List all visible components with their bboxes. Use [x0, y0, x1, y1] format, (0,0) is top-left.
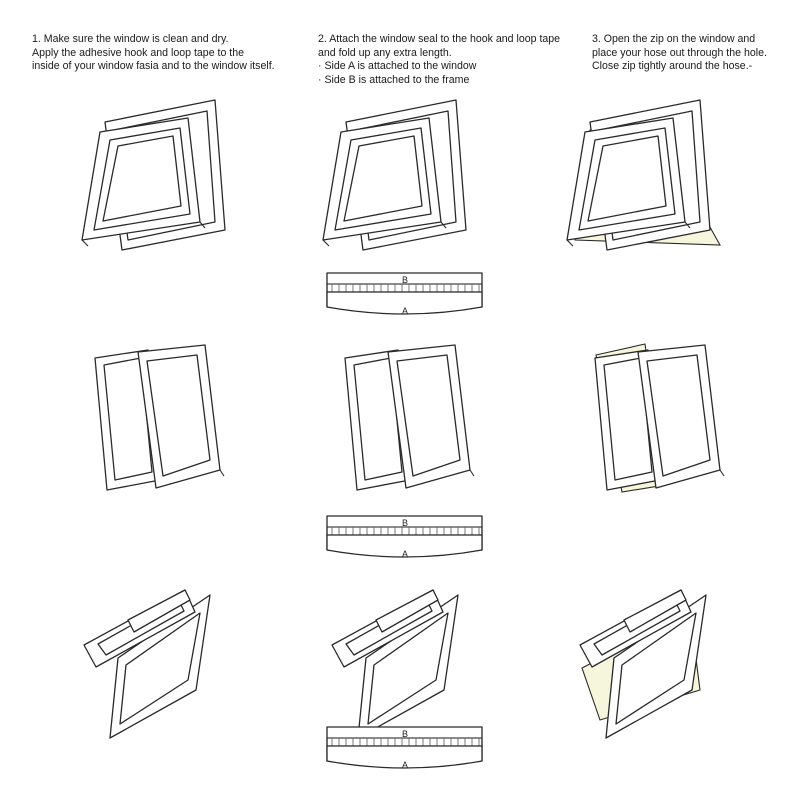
step-3-window-roof-sealed: [579, 589, 707, 739]
tape-3-label-b: B: [402, 729, 408, 739]
step-3-instructions: 3. Open the zip on the window and place …: [592, 33, 767, 74]
step-2-line-3: · Side A is attached to the window: [318, 60, 477, 73]
tape-1-label-a: A: [402, 306, 408, 316]
tape-3-label-a: A: [402, 760, 408, 770]
step-3-window-top-hung-sealed: [566, 99, 721, 251]
step-2-window-side-hung: [344, 344, 475, 491]
step-2-line-2: and fold up any extra length.: [318, 46, 452, 59]
step-3-window-side-hung-sealed: [594, 343, 725, 493]
step-1-window-top-hung: [81, 99, 226, 251]
step-2-line-1: 2. Attach the window seal to the hook an…: [318, 33, 561, 45]
step-2-line-4: · Side B is attached to the frame: [318, 73, 470, 86]
step-3-line-3: Close zip tightly around the hose.-: [592, 60, 753, 73]
tape-2-label-b: B: [402, 518, 408, 528]
seal-tape-diagram-3: B A: [326, 726, 483, 770]
step-1-window-roof: [83, 589, 211, 739]
step-3-line-1: 3. Open the zip on the window and: [592, 33, 756, 45]
step-1-line-2: Apply the adhesive hook and loop tape to…: [32, 46, 245, 59]
step-1-line-1: 1. Make sure the window is clean and dry…: [32, 33, 229, 45]
step-3-line-2: place your hose out through the hole.: [592, 46, 767, 59]
seal-tape-diagram-2: B A: [326, 515, 483, 559]
step-1-line-3: inside of your window fasia and to the w…: [32, 60, 275, 73]
step-1-window-side-hung: [94, 344, 225, 491]
step-2-window-top-hung: [322, 99, 467, 251]
step-1-instructions: 1. Make sure the window is clean and dry…: [32, 33, 275, 74]
tape-1-label-b: B: [402, 275, 408, 285]
tape-2-label-a: A: [402, 549, 408, 559]
step-2-window-roof: [331, 589, 459, 739]
step-2-instructions: 2. Attach the window seal to the hook an…: [318, 33, 560, 87]
seal-tape-diagram-1: B A: [326, 272, 483, 316]
